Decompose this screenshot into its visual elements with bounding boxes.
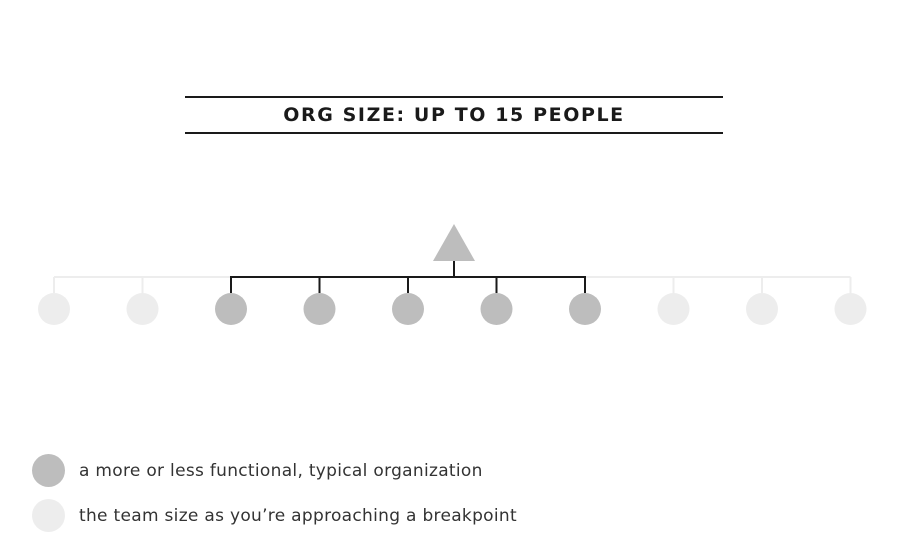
page-title: ORG SIZE: UP TO 15 PEOPLE [283,104,625,126]
legend-item-functional: a more or less functional, typical organ… [32,454,483,487]
member-node-approaching [834,293,867,325]
member-node-approaching [657,293,690,325]
member-node-approaching [746,293,778,325]
triangle-icon [433,224,475,261]
member-node-functional [392,293,424,325]
legend-item-approaching: the team size as you’re approaching a br… [32,499,517,532]
member-node-functional [480,293,513,325]
legend-label-approaching: the team size as you’re approaching a br… [79,505,517,526]
member-node-functional [215,293,247,325]
member-node-approaching [126,293,159,325]
member-node-approaching [38,293,70,325]
legend-swatch-functional [32,454,65,487]
member-node-functional [569,293,601,325]
legend-label-functional: a more or less functional, typical organ… [79,460,483,481]
legend-swatch-approaching [32,499,65,532]
title-band: ORG SIZE: UP TO 15 PEOPLE [185,96,723,134]
member-node-functional [303,293,336,325]
